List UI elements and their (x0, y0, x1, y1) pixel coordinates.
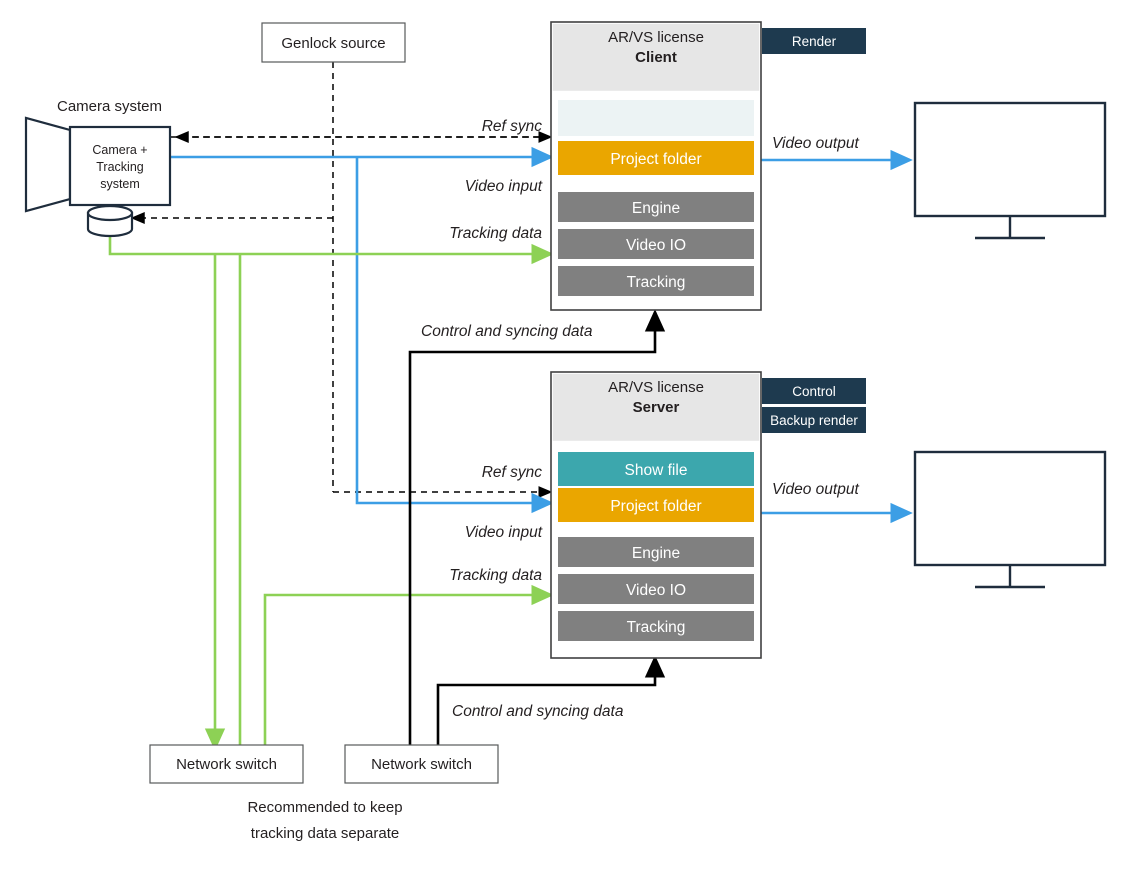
genlock-ref-sync-lines (130, 62, 553, 498)
server-badge-backup-render-label: Backup render (770, 413, 858, 428)
label-tracking-data-bottom: Tracking data (449, 567, 542, 584)
network-switch-left[interactable]: Network switch (149, 744, 304, 784)
server-row-tracking-label: Tracking (627, 619, 686, 636)
server-row-video-io[interactable] (558, 574, 754, 604)
client-row-tracking[interactable] (558, 266, 754, 296)
switch-note-line2: tracking data separate (251, 825, 399, 842)
server-row-tracking[interactable] (558, 611, 754, 641)
label-control-sync-top: Control and syncing data (421, 323, 593, 340)
label-control-sync-bottom: Control and syncing data (452, 703, 624, 720)
network-switch-right-label: Network switch (371, 756, 472, 773)
server-badge-control-label: Control (792, 384, 836, 399)
camera-body-line3: system (100, 177, 140, 191)
label-video-input-bottom: Video input (465, 524, 543, 541)
camera-body-line2: Tracking (96, 160, 144, 174)
client-header-line1: AR/VS license (608, 29, 704, 46)
client-row-video-io-label: Video IO (626, 237, 686, 254)
server-row-video-io-label: Video IO (626, 582, 686, 599)
client-badge-render-label: Render (792, 34, 837, 49)
server-row-engine[interactable] (558, 537, 754, 567)
server-badge-backup-render[interactable]: Backup render (762, 407, 866, 433)
server-row-show-file[interactable] (558, 452, 754, 486)
client-row-project-folder[interactable] (558, 141, 754, 175)
label-video-input-top: Video input (465, 178, 543, 195)
camera-body (68, 125, 172, 207)
client-row-tracking-label: Tracking (627, 274, 686, 291)
network-switch-left-label: Network switch (176, 756, 277, 773)
tracking-data-lines (108, 230, 554, 751)
control-sync-lines (408, 309, 666, 745)
video-input-lines (170, 146, 554, 514)
server-row-project-folder-label: Project folder (610, 498, 701, 515)
label-ref-sync-bottom: Ref sync (482, 464, 543, 481)
genlock-source-label: Genlock source (281, 35, 385, 52)
network-switch-right[interactable]: Network switch (344, 744, 499, 784)
server-badge-control[interactable]: Control (762, 378, 866, 404)
camera-lens-icon (24, 116, 72, 213)
label-video-output-bottom: Video output (772, 481, 859, 498)
genlock-source-box[interactable]: Genlock source (261, 22, 406, 63)
display-top[interactable] (913, 101, 1107, 240)
display-bottom[interactable] (913, 450, 1107, 589)
client-row-project-folder-label: Project folder (610, 151, 701, 168)
client-header-line2: Client (635, 49, 677, 66)
client-badge-render[interactable]: Render (762, 28, 866, 54)
client-row-video-io[interactable] (558, 229, 754, 259)
client-row-placeholder[interactable] (558, 100, 754, 136)
label-video-output-top: Video output (772, 135, 859, 152)
client-row-engine[interactable] (558, 192, 754, 222)
camera-system-label: Camera system (57, 98, 162, 115)
client-panel[interactable]: AR/VS license Client Project folder Engi… (550, 21, 762, 311)
camera-system[interactable]: Camera system Camera + Tracking system (24, 98, 172, 238)
server-row-show-file-label: Show file (625, 462, 688, 479)
server-row-project-folder[interactable] (558, 488, 754, 522)
server-panel[interactable]: AR/VS license Server Show file Project f… (550, 371, 762, 659)
server-header-line1: AR/VS license (608, 379, 704, 396)
label-ref-sync-top: Ref sync (482, 118, 543, 135)
label-tracking-data-top: Tracking data (449, 225, 542, 242)
camera-body-line1: Camera + (92, 143, 147, 157)
client-row-engine-label: Engine (632, 200, 680, 217)
video-output-lines (761, 149, 913, 524)
switch-note-line1: Recommended to keep (247, 799, 402, 816)
server-row-engine-label: Engine (632, 545, 680, 562)
tracking-puck-icon (86, 204, 134, 238)
server-header-line2: Server (633, 399, 680, 416)
